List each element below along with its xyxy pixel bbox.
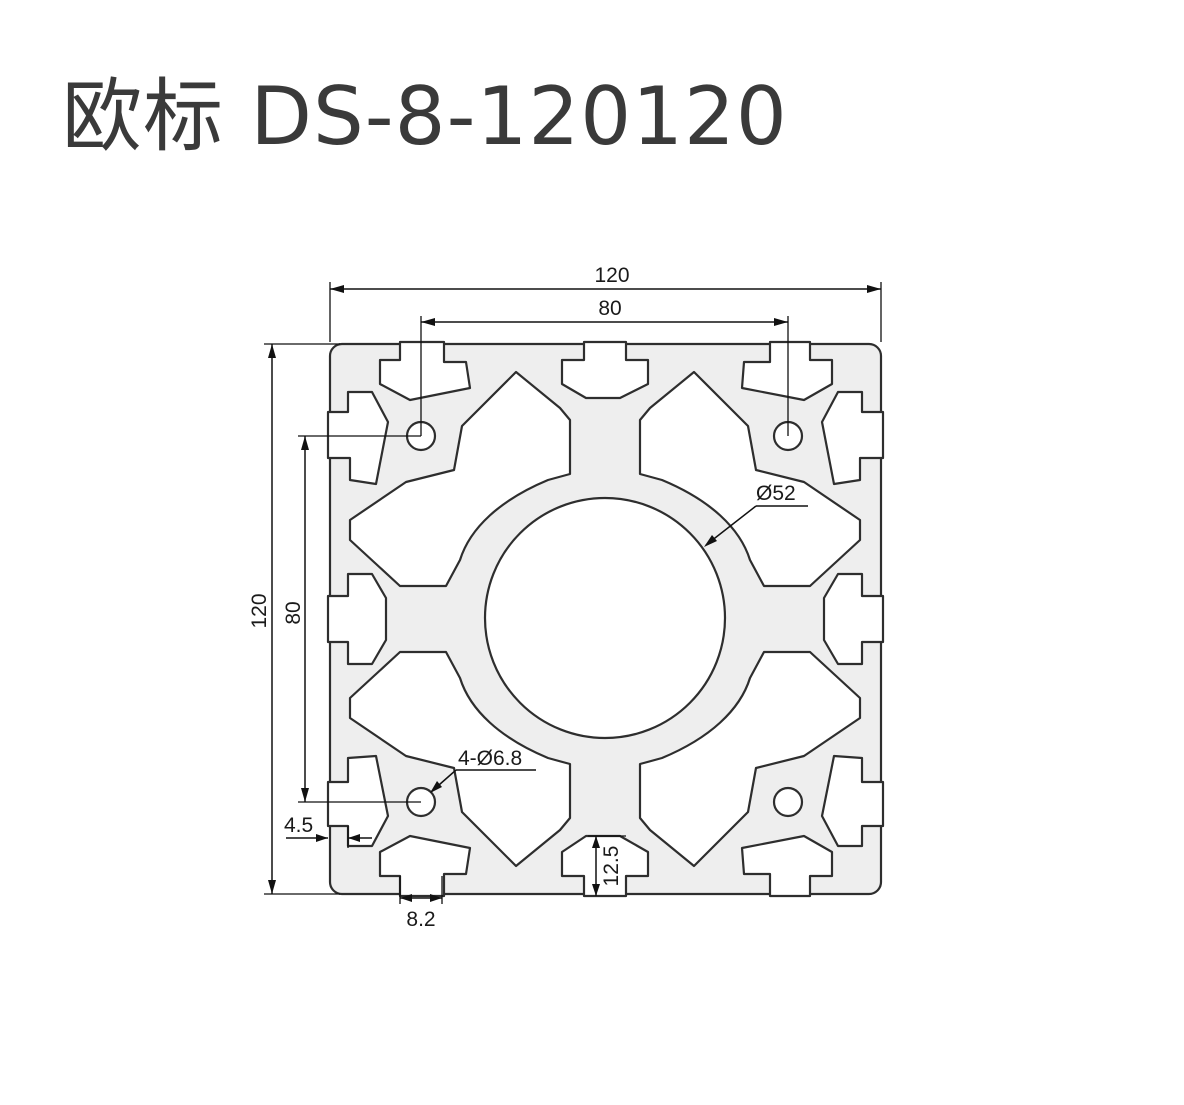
page-title: 欧标 DS-8-120120 bbox=[62, 70, 788, 163]
dim-width-inner-label: 80 bbox=[598, 297, 621, 320]
dim-width-total-label: 120 bbox=[594, 264, 629, 287]
slot-cutouts bbox=[326, 340, 885, 898]
dim-holes bbox=[430, 769, 536, 793]
dim-slot-label: 8.2 bbox=[406, 908, 435, 931]
dim-width-total bbox=[329, 282, 882, 342]
center-bore bbox=[483, 496, 727, 740]
dim-depth bbox=[588, 835, 626, 896]
corner-hole-br bbox=[772, 786, 804, 818]
dim-center-bore bbox=[704, 505, 808, 547]
dim-lip-label: 4.5 bbox=[284, 814, 313, 837]
dim-depth-label: 12.5 bbox=[600, 846, 623, 887]
inner-cavities bbox=[348, 370, 862, 868]
dim-holes-label: 4-Ø6.8 bbox=[458, 747, 522, 770]
dim-center-bore-label: Ø52 bbox=[756, 482, 796, 505]
dim-height-total bbox=[264, 343, 340, 895]
dim-slot bbox=[399, 876, 443, 904]
dim-height-inner-label: 80 bbox=[282, 601, 305, 624]
dim-width-inner bbox=[420, 316, 789, 436]
dim-lip bbox=[286, 826, 372, 848]
dim-height-inner bbox=[298, 435, 421, 803]
dim-height-total-label: 120 bbox=[248, 593, 271, 628]
